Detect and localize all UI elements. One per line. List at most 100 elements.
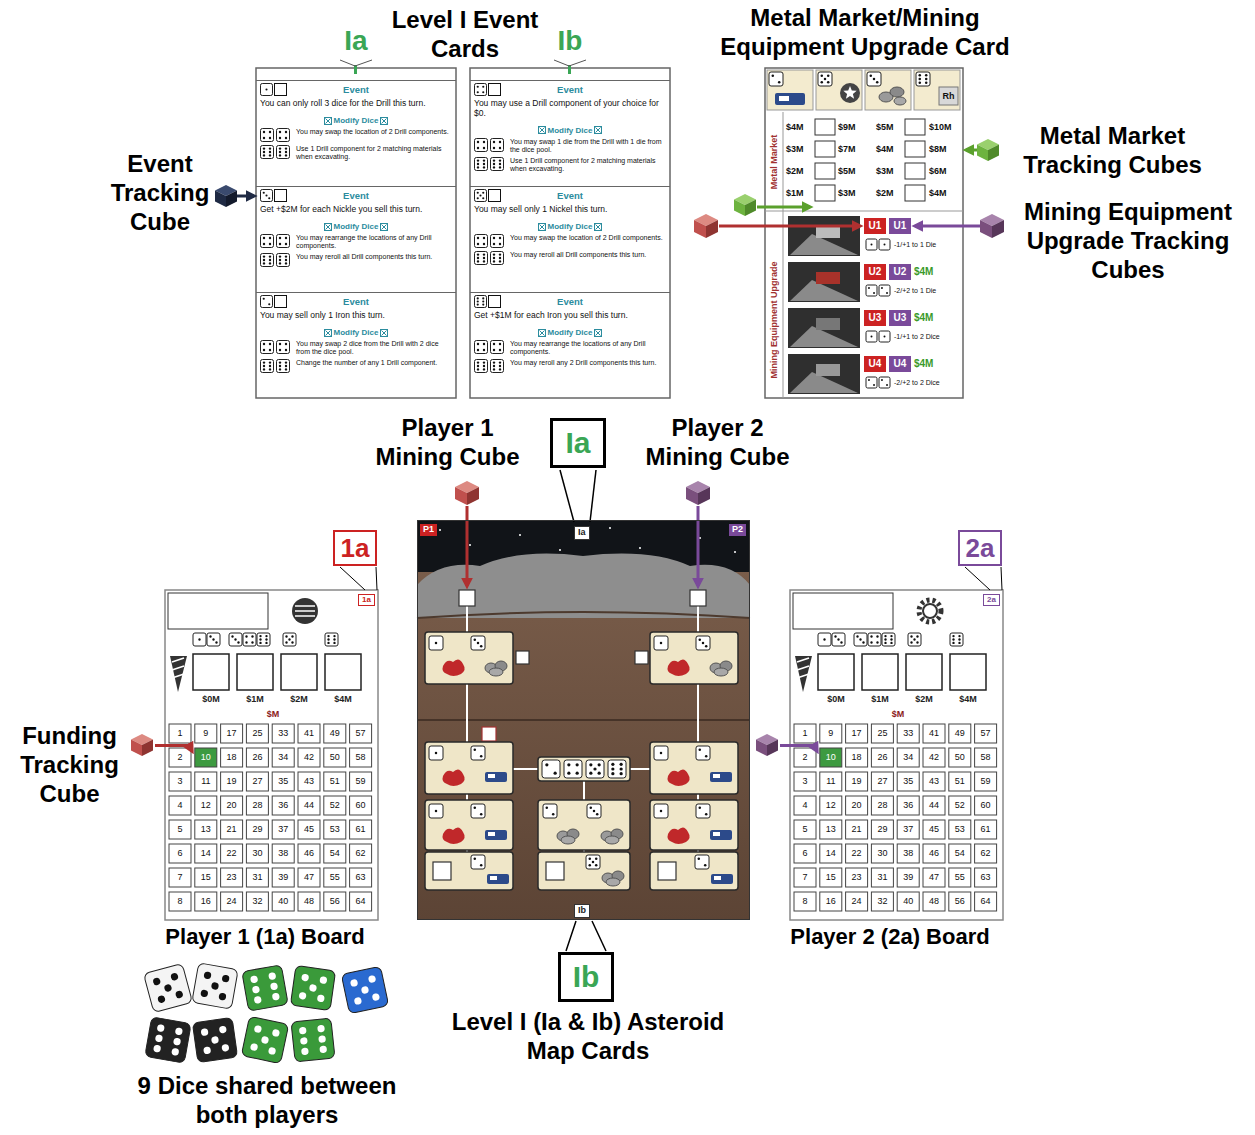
die-pip xyxy=(261,1036,270,1045)
die-pip xyxy=(925,78,928,81)
die-pip xyxy=(837,638,839,640)
die-face xyxy=(879,239,890,250)
card-background xyxy=(470,68,670,398)
die-pip xyxy=(263,361,265,363)
leader-arrow xyxy=(780,746,817,752)
map-tile xyxy=(650,800,738,850)
die-pip xyxy=(876,81,879,84)
funding-number: 64 xyxy=(350,892,372,911)
funding-number: 45 xyxy=(923,820,945,839)
die-face xyxy=(261,128,274,141)
event-section: EventGet +$1M for each Iron you sell thi… xyxy=(470,292,670,398)
upgrade-box-purple xyxy=(889,310,911,326)
funding-cell xyxy=(871,820,893,839)
die xyxy=(654,804,668,818)
modify-icon xyxy=(594,126,602,134)
die-face xyxy=(608,760,626,778)
upgrade-box-purple xyxy=(889,218,911,234)
funding-cell xyxy=(246,748,268,767)
tracking-square xyxy=(275,84,287,96)
funding-number: 14 xyxy=(195,844,217,863)
funding-number: 47 xyxy=(923,868,945,887)
die-pip xyxy=(279,365,281,367)
funding-cell xyxy=(871,844,893,863)
die-pip xyxy=(285,255,287,257)
die-pip xyxy=(263,262,265,264)
funding-cell xyxy=(195,868,217,887)
upgrade-code: U1 xyxy=(864,218,886,234)
die-pip xyxy=(699,749,702,752)
funding-number: 32 xyxy=(871,892,893,911)
die-face xyxy=(475,340,488,353)
die xyxy=(261,190,273,202)
price-box xyxy=(905,119,925,135)
die-pip xyxy=(477,140,479,142)
funding-number: 38 xyxy=(272,844,294,863)
die-pip xyxy=(269,147,271,149)
funding-cell xyxy=(195,724,217,743)
die xyxy=(290,965,335,1010)
funding-cell xyxy=(846,796,868,815)
tracking-square xyxy=(489,190,501,202)
metal-price: $3M xyxy=(786,142,814,156)
die-pip xyxy=(477,642,480,645)
map-tile xyxy=(538,757,630,781)
rule-row: You may reroll any 2 Drill components th… xyxy=(474,359,666,373)
die-pip xyxy=(705,645,708,648)
die-face xyxy=(471,636,485,650)
map-tile xyxy=(425,742,513,794)
die-pip xyxy=(171,1048,179,1056)
upgrade-box-red xyxy=(864,356,886,372)
funding-number: 17 xyxy=(221,724,243,743)
die-pip xyxy=(269,243,271,245)
die-pip xyxy=(952,642,954,644)
funding-cell xyxy=(897,796,919,815)
modify-icon xyxy=(380,117,388,125)
equipment-picture xyxy=(788,216,860,256)
modify-icon xyxy=(538,126,546,134)
die-face xyxy=(882,633,895,646)
funding-number: 39 xyxy=(897,868,919,887)
die-face xyxy=(291,1018,335,1062)
callout-label: Event Tracking Cube xyxy=(95,150,225,236)
leader-arrow xyxy=(915,225,980,228)
die-pip xyxy=(269,237,271,239)
die-pip xyxy=(499,162,501,164)
die-pip xyxy=(886,292,888,294)
rule-text: You may reroll all Drill components this… xyxy=(506,251,666,259)
die-pip xyxy=(881,379,883,381)
rule-row: You may swap the location of 2 Drill com… xyxy=(474,234,666,248)
die-face xyxy=(283,633,296,646)
die-pip xyxy=(285,641,287,643)
funding-number: 63 xyxy=(975,868,997,887)
modify-icon xyxy=(324,223,332,231)
tracking-cube xyxy=(215,191,226,208)
player-board: 2a xyxy=(790,590,1003,920)
die-pip xyxy=(435,810,438,813)
die-pip xyxy=(269,255,271,257)
die-pip xyxy=(263,343,265,345)
bed-icon xyxy=(487,874,509,884)
player-icon xyxy=(292,598,318,624)
funding-number: 51 xyxy=(949,772,971,791)
die-pip xyxy=(279,237,281,239)
die xyxy=(879,331,890,342)
funding-cell xyxy=(975,772,997,791)
funding-cell xyxy=(324,892,346,911)
die-pip xyxy=(474,858,477,861)
tracking-square xyxy=(275,190,287,202)
die-pip xyxy=(317,994,325,1002)
die-pip xyxy=(493,361,495,363)
die xyxy=(429,636,443,650)
funding-cell xyxy=(923,892,945,911)
funding-number: 31 xyxy=(246,868,268,887)
player-icon xyxy=(919,600,941,622)
die-pip xyxy=(285,368,287,370)
modify-heading: Modify Dice xyxy=(334,115,379,126)
funding-cell xyxy=(350,772,372,791)
die-pip xyxy=(291,641,293,643)
die-pip xyxy=(435,642,438,645)
rule-row: You may swap the location of 2 Drill com… xyxy=(260,128,452,142)
funding-cell xyxy=(221,796,243,815)
tab-line xyxy=(1001,567,1002,590)
